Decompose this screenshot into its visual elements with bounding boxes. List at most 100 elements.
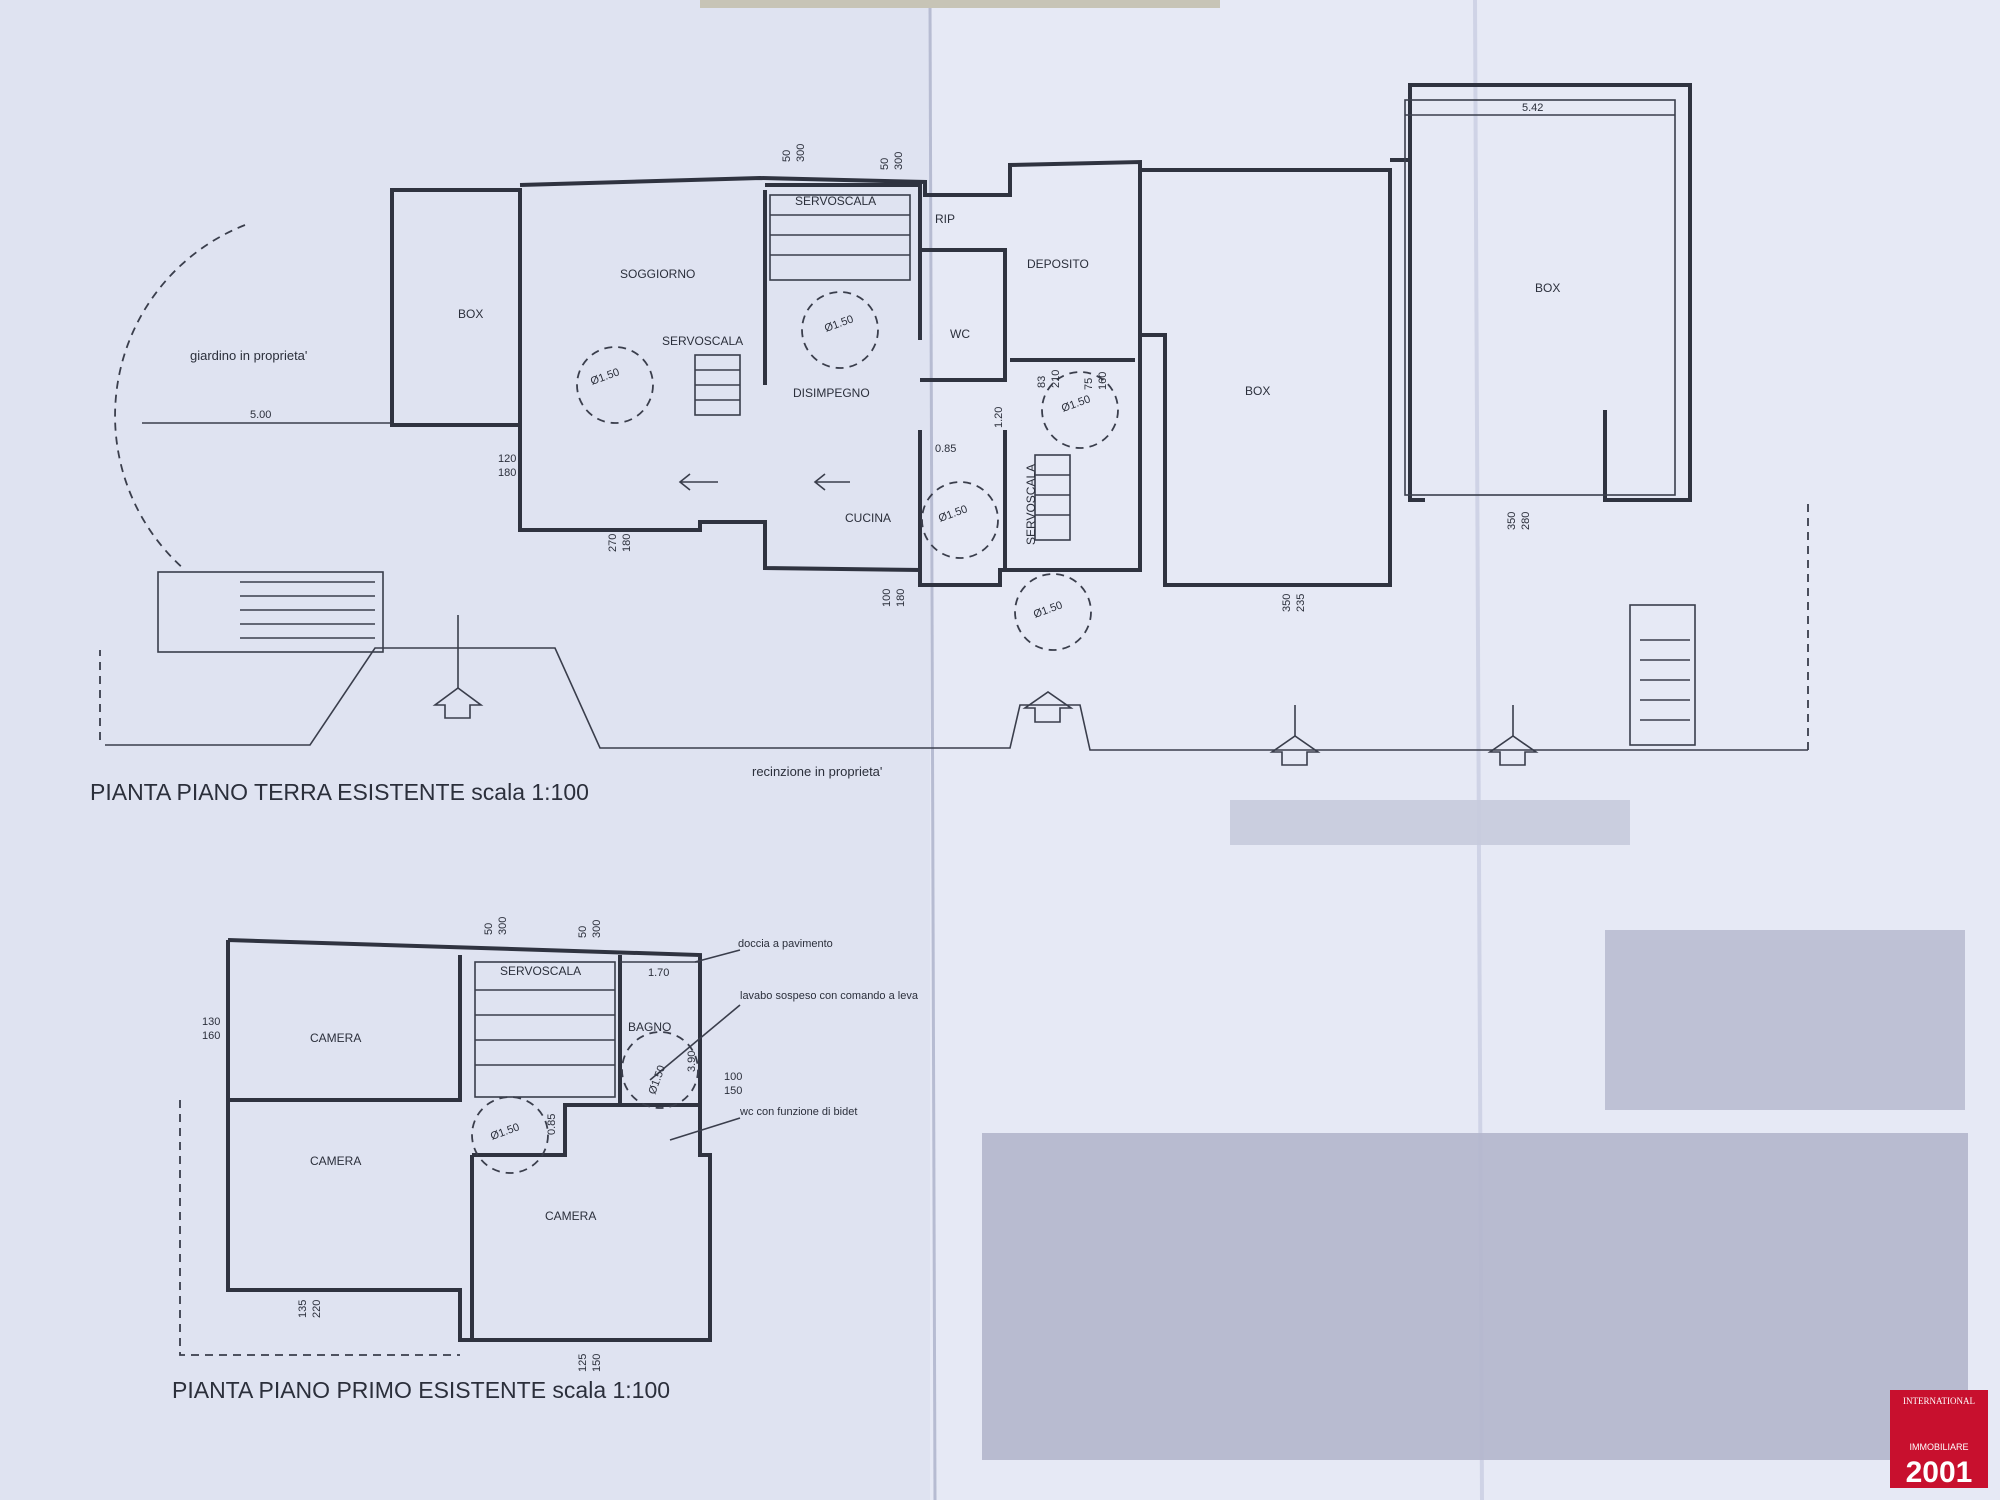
ff-dim-bagno-depth: 3.90 [686,1051,698,1072]
note-wc: wc con funzione di bidet [739,1106,857,1118]
box-right-left-wall [1408,160,1425,502]
dim-box-width: 5.42 [1522,102,1543,114]
ff-dim-win-left-b: 160 [202,1030,220,1042]
first-floor-balcony [179,1100,460,1356]
first-floor-plan: CAMERA CAMERA CAMERA SERVOSCALA BAGNO do… [172,917,919,1403]
entry-arrow-1 [432,687,484,719]
entry-arrow-4 [1487,735,1539,766]
stairs-servoscala-vertical [1034,454,1071,541]
room-camera-1: CAMERA [310,1031,361,1045]
dim-wall-120: 1.20 [993,407,1005,428]
ff-dim-top-a2: 300 [497,917,509,935]
leader-doccia [694,949,741,963]
turn-circle-bagno [621,1031,699,1109]
logo-top-text: INTERNATIONAL [1903,1396,1975,1406]
logo-background [1890,1390,1988,1488]
ff-dim-top-b2: 300 [591,920,603,938]
leader-lavabo [649,1004,741,1081]
room-rip: RIP [935,212,955,226]
turn-circle-first [471,1096,549,1174]
label-fence: recinzione in proprieta' [752,764,882,779]
stairs-servoscala-top [769,194,911,281]
fence-line [105,647,1808,751]
main-house-walls [518,159,1142,587]
room-camera-3: CAMERA [545,1209,596,1223]
turn-circle-entry [1014,573,1092,651]
ff-dim-win-left-a: 130 [202,1016,220,1028]
dim-wc-door2-a: 75 [1083,378,1095,390]
dim-box-center-a: 350 [1281,594,1293,612]
dim-box-right-a: 350 [1506,512,1518,530]
garden-arc [114,224,246,571]
stairs-first-floor [474,961,616,1098]
ff-dim-win-br-b: 150 [591,1354,603,1372]
dim-win-sogg-b: 180 [621,534,633,552]
room-servoscala-vertical: SERVOSCALA [1024,464,1038,545]
dim-win-cucina-a: 100 [881,589,893,607]
turn-circle-wc [1041,371,1119,449]
agency-logo: INTERNATIONAL IMMOBILIARE 2001 [1890,1390,1988,1489]
room-bagno: BAGNO [628,1020,671,1034]
stairs-garden [157,571,384,653]
room-camera-2: CAMERA [310,1154,361,1168]
entry-arrow-2 [1022,691,1074,723]
room-wc: WC [950,327,970,341]
turn-circle-cucina [921,481,999,559]
room-cucina: CUCINA [845,511,891,525]
ff-dim-top-b1: 50 [577,926,589,938]
ff-dim-win-bl-b: 220 [311,1300,323,1318]
redacted-area-3 [982,1133,1968,1460]
turn-circle-disimpegno [801,291,879,369]
room-box-center: BOX [1245,384,1270,398]
room-servoscala-first: SERVOSCALA [500,964,581,978]
note-doccia: doccia a pavimento [738,938,833,950]
dim-win-left-a: 120 [498,453,516,465]
label-garden: giardino in proprieta' [190,348,307,363]
dim-top-b1: 50 [879,158,891,170]
first-floor-outer-walls [226,938,712,1342]
stairs-right [1629,604,1696,746]
dim-top-a1: 50 [781,150,793,162]
ff-dim-bagno-width: 1.70 [648,967,669,979]
dim-top-a2: 300 [795,144,807,162]
dim-wc-door2-b: 160 [1097,372,1109,390]
ground-floor-title: PIANTA PIANO TERRA ESISTENTE scala 1:100 [90,779,589,805]
dim-box-right-b: 280 [1520,512,1532,530]
room-disimpegno: DISIMPEGNO [793,386,870,400]
box-right-inner [1404,99,1676,496]
note-lavabo: lavabo sospeso con comando a leva [740,990,919,1002]
dim-win-sogg-a: 270 [607,534,619,552]
box-center-walls [1140,168,1392,587]
dim-win-left-b: 180 [498,467,516,479]
dim-wc-door-a: 83 [1036,376,1048,388]
ff-dim-win-bagno-a: 100 [724,1071,742,1083]
arrow-soggiorno [678,473,718,491]
ff-dim-win-br-a: 125 [577,1354,589,1372]
ff-dim-door-085: 0.85 [546,1114,558,1135]
logo-number: 2001 [1906,1456,1973,1489]
first-floor-title: PIANTA PIANO PRIMO ESISTENTE scala 1:100 [172,1377,670,1403]
wall-bagno-bottom [472,1103,700,1157]
ff-dim-win-bl-a: 135 [297,1300,309,1318]
dim-garden-width: 5.00 [250,409,271,421]
redacted-area-1 [1230,800,1630,845]
arrow-disimpegno [813,473,850,491]
paper-edge [700,0,1220,8]
dim-win-cucina-b: 180 [895,589,907,607]
dim-box-center-b: 235 [1295,594,1307,612]
room-servoscala-top: SERVOSCALA [795,194,876,208]
logo-middle-text: IMMOBILIARE [1909,1442,1968,1452]
dim-door-085: 0.85 [935,443,956,455]
stairs-servoscala-mid [694,354,741,416]
room-servoscala-mid: SERVOSCALA [662,334,743,348]
ff-dim-top-a1: 50 [483,923,495,935]
redacted-area-2 [1605,930,1965,1110]
leader-wc [669,1117,741,1141]
ff-dim-win-bagno-b: 150 [724,1085,742,1097]
room-box-right: BOX [1535,281,1560,295]
wall-wc [920,248,1007,382]
dim-wc-door-b: 210 [1050,370,1062,388]
wall-stair-top [765,183,922,340]
dim-top-b2: 300 [893,152,905,170]
